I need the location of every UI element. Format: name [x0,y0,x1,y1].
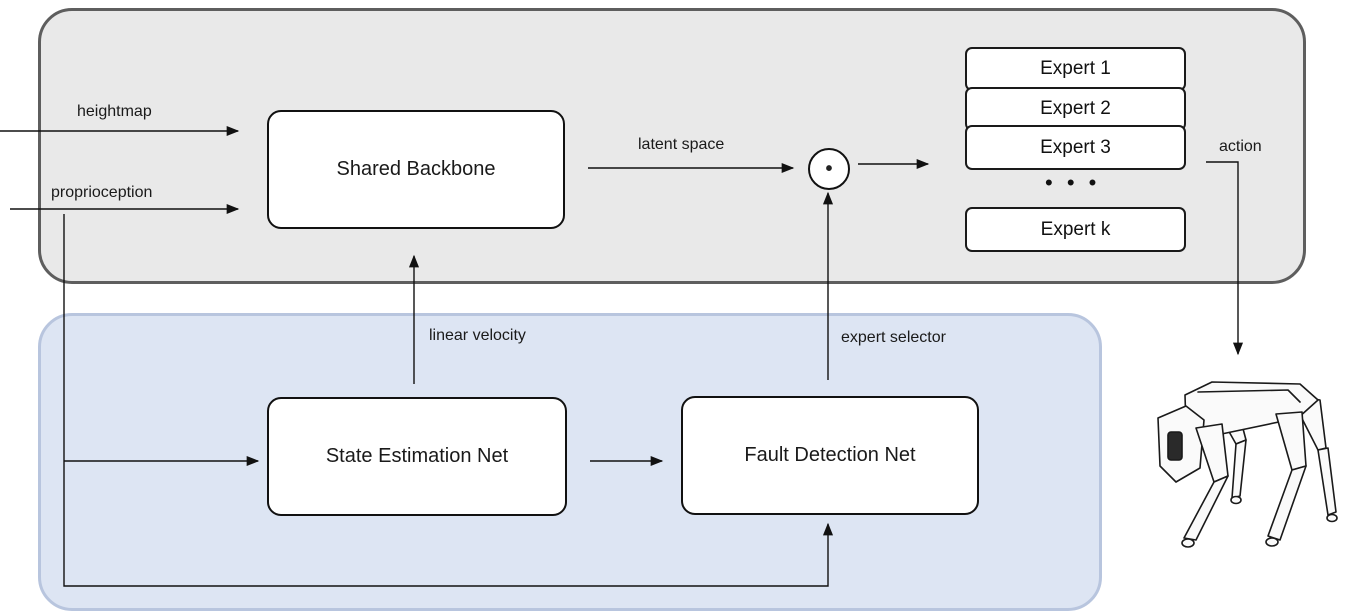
heightmap-label: heightmap [77,103,152,120]
experts-ellipsis: • • • [1045,170,1101,195]
proprioception-label: proprioception [51,184,153,201]
fault-detection-block: Fault Detection Net [681,396,979,515]
expert-selector-label: expert selector [841,329,946,346]
expert-3-block: Expert 3 [965,125,1186,170]
expert-k-block: Expert k [965,207,1186,252]
elementwise-product-operator: • [808,148,850,190]
linear-velocity-label: linear velocity [429,327,526,344]
proprioception-trunk [63,214,834,587]
shared-backbone-block: Shared Backbone [267,110,565,229]
state-estimation-block: State Estimation Net [267,397,567,516]
action-label: action [1219,138,1262,155]
action-arrow [1206,161,1244,356]
expert-1-block: Expert 1 [965,47,1186,91]
expert-2-block: Expert 2 [965,87,1186,131]
latent-space-label: latent space [638,136,725,153]
